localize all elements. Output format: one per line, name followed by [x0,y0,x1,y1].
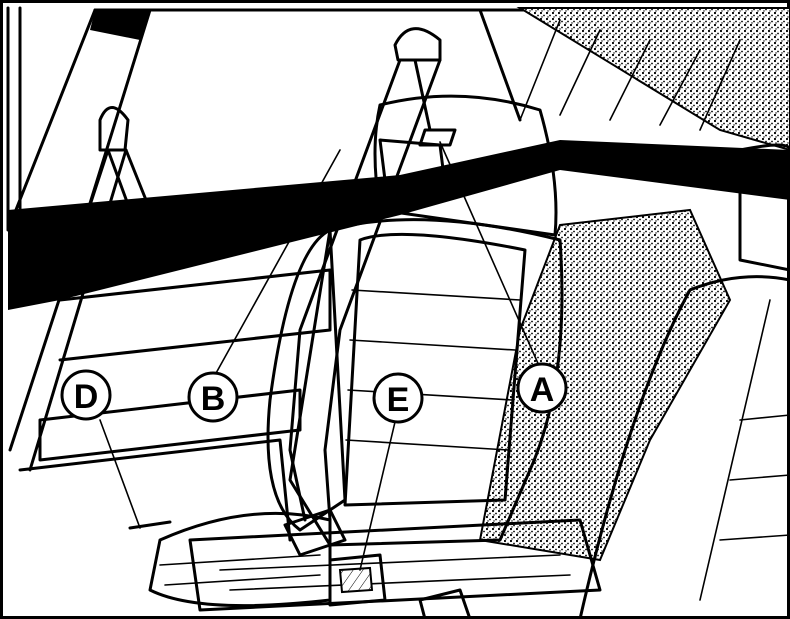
callout-d: D [62,371,110,419]
callout-e: E [374,374,422,422]
callout-a-label: A [530,371,555,409]
callout-d-label: D [74,378,99,416]
callout-b-label: B [201,380,226,418]
callout-b: B [189,373,237,421]
callout-a: A [518,364,566,412]
callout-e-label: E [387,381,410,419]
